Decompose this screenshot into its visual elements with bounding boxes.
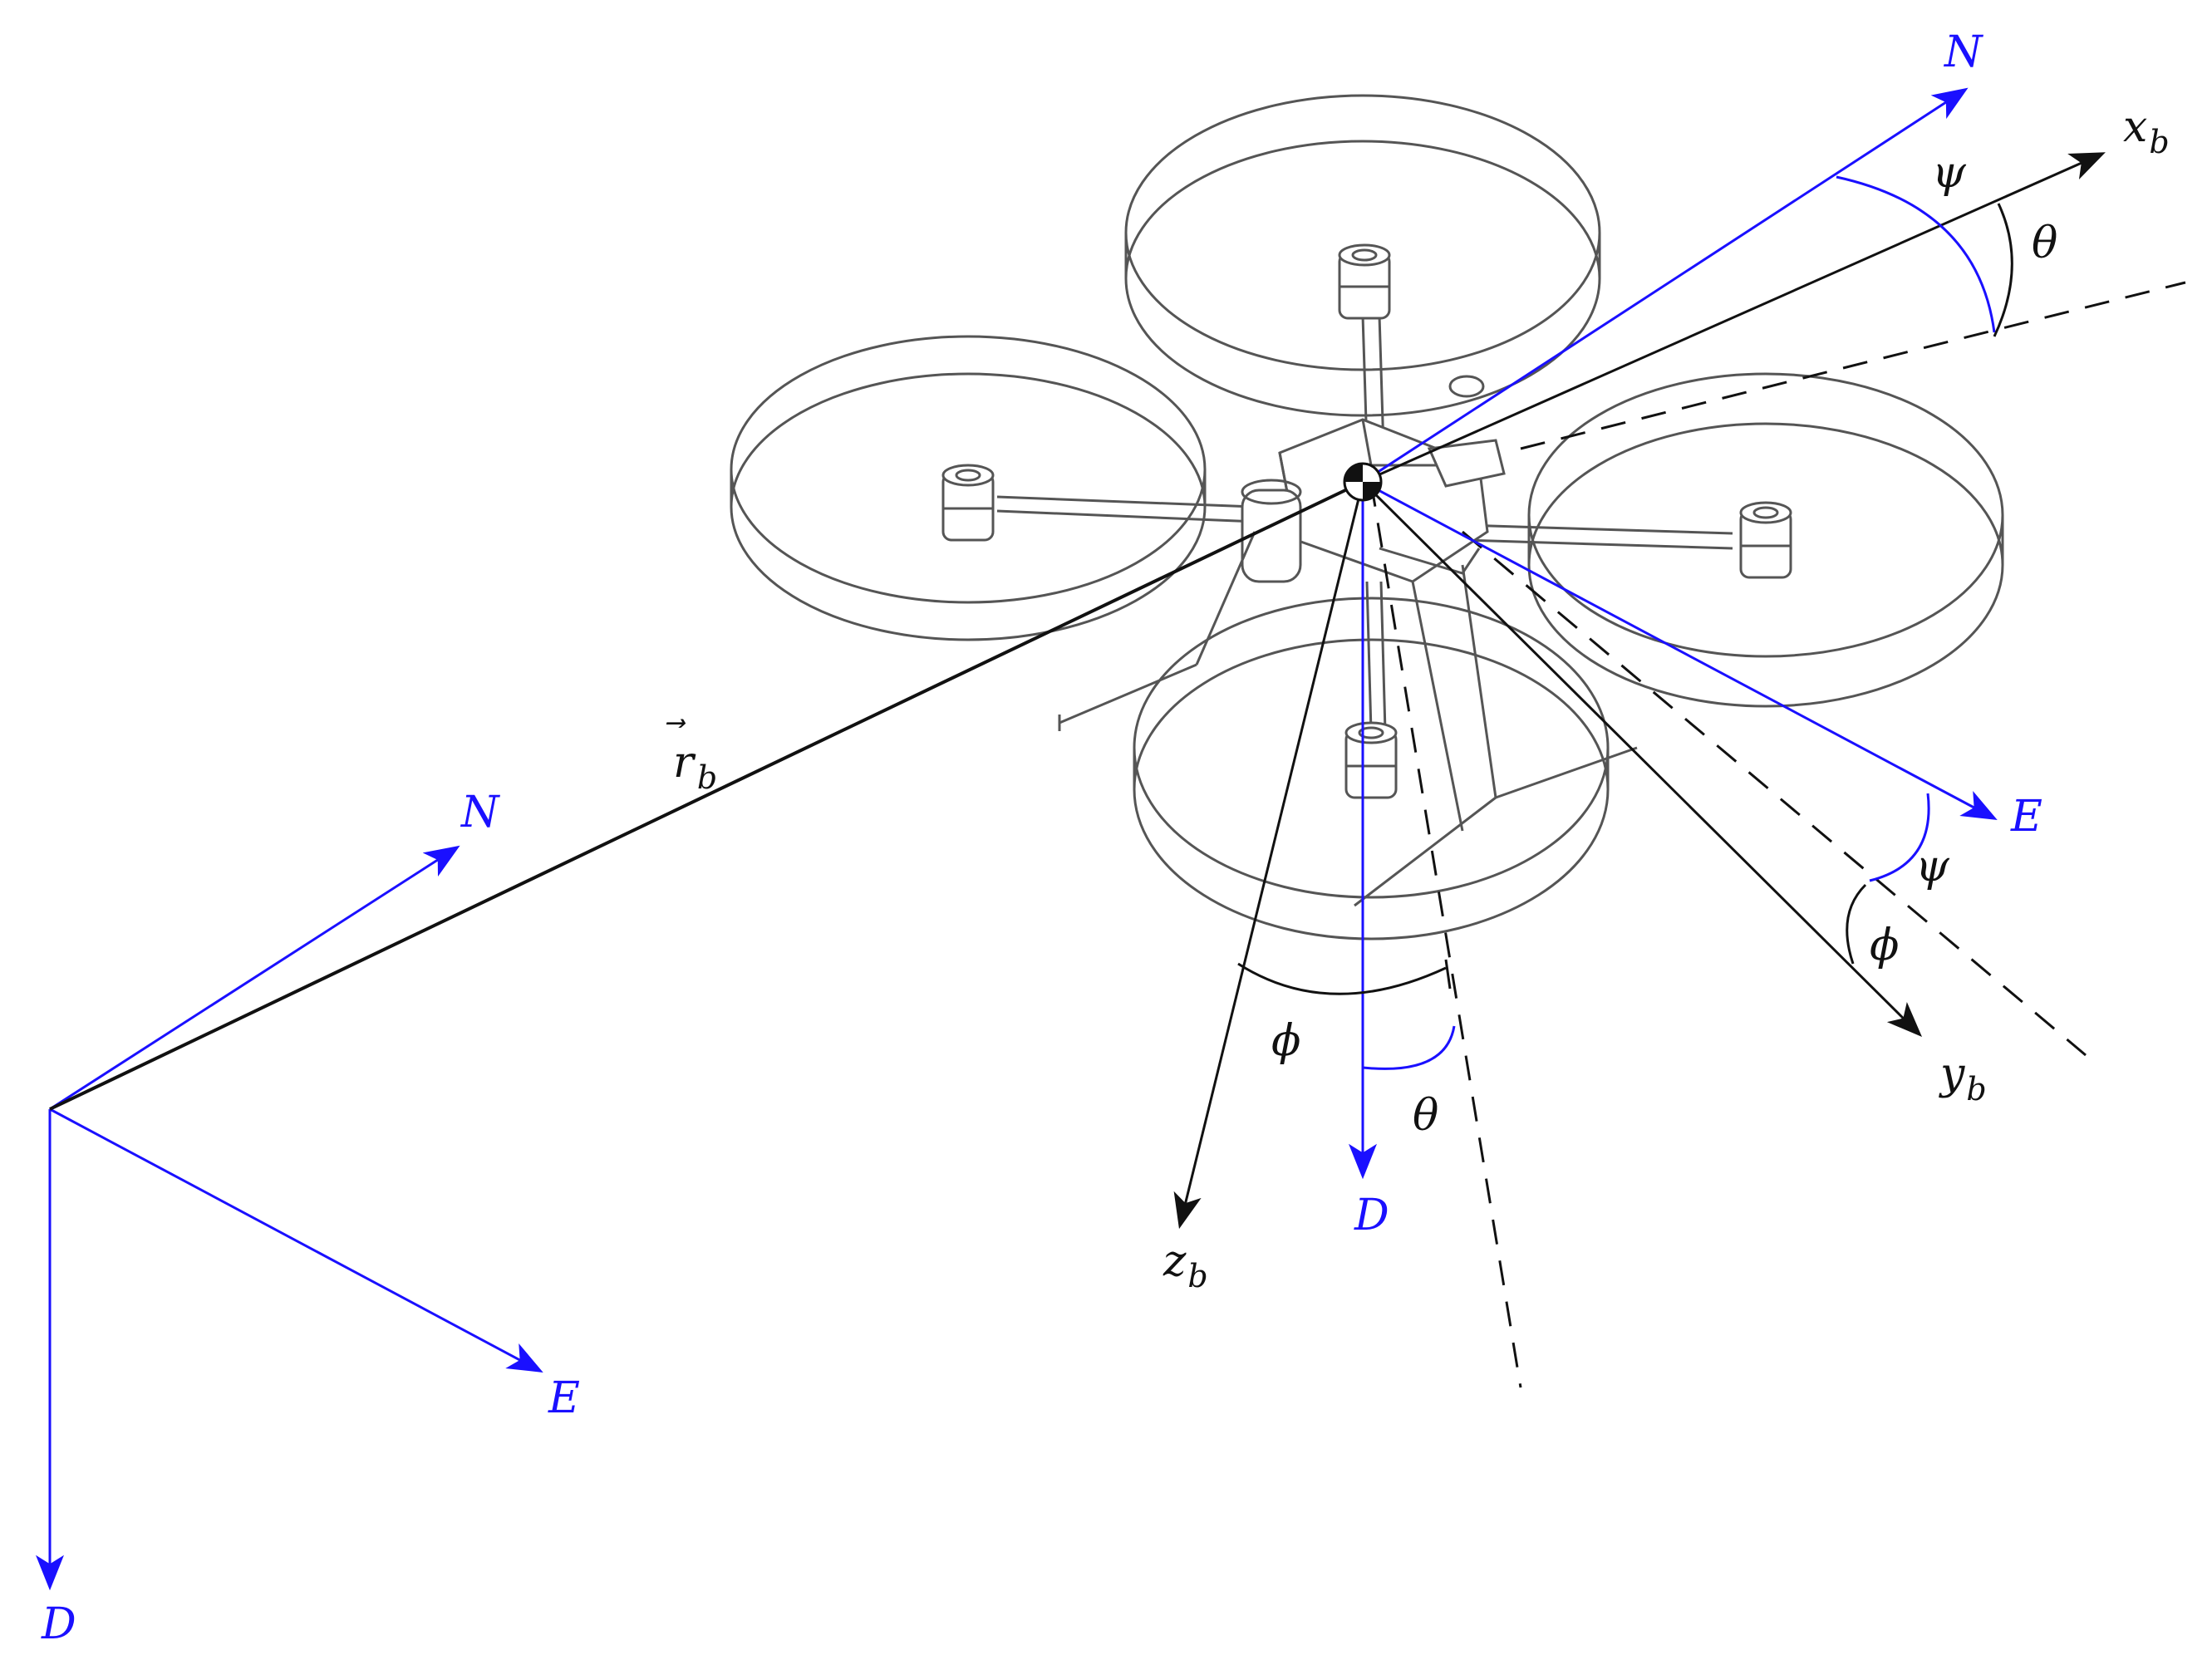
quadrotor-illustration bbox=[730, 94, 2004, 941]
inertial-east-axis bbox=[49, 1107, 543, 1373]
label-roll-right: ϕ bbox=[1870, 921, 1899, 970]
label-inertial-north: N bbox=[460, 788, 500, 837]
rotor-guard-left bbox=[730, 335, 1207, 641]
inertial-ned-frame bbox=[36, 845, 543, 1591]
label-yaw-top: ψ bbox=[1932, 148, 1967, 198]
position-vector-subscript: b bbox=[697, 759, 717, 796]
label-local-north: N bbox=[1943, 27, 1983, 77]
local-east-axis bbox=[1362, 480, 1998, 820]
label-local-down: D bbox=[1354, 1191, 1389, 1240]
body-x-symbol: x bbox=[2123, 102, 2147, 152]
motor-left bbox=[941, 464, 995, 542]
inertial-north-axis bbox=[49, 845, 460, 1111]
label-position-vector: ⃗ rb bbox=[666, 719, 717, 796]
body-y-subscript: b bbox=[1966, 1071, 1986, 1107]
label-pitch-bottom: θ bbox=[1413, 1091, 1438, 1141]
body-y-symbol: y bbox=[1939, 1049, 1965, 1099]
body-x-subscript: b bbox=[2149, 124, 2169, 160]
body-z-axis bbox=[1173, 481, 1364, 1230]
label-pitch-top: θ bbox=[2032, 219, 2057, 268]
label-inertial-east: E bbox=[548, 1373, 580, 1423]
position-vector-arrow: ⃗ bbox=[666, 719, 686, 728]
yaw-arc-right bbox=[1869, 793, 1930, 882]
label-roll-bottom: ϕ bbox=[1271, 1016, 1300, 1066]
body-frame bbox=[1173, 152, 2106, 1230]
reference-dashed-lines bbox=[1369, 281, 2186, 1388]
landing-gear bbox=[1058, 531, 1638, 907]
position-vector-symbol: r bbox=[673, 738, 696, 788]
roll-arc-bottom bbox=[1237, 962, 1447, 995]
motor-right bbox=[1739, 501, 1792, 579]
dashed-roll-projection bbox=[1462, 530, 2087, 1057]
local-ned-frame bbox=[1349, 87, 1998, 1180]
position-vector-line bbox=[49, 480, 1364, 1111]
label-body-z: zb bbox=[1163, 1236, 1208, 1294]
pitch-arc-tick bbox=[1444, 959, 1452, 990]
rotor-guard-right bbox=[1527, 372, 2004, 708]
pitch-arc-bottom bbox=[1362, 1025, 1456, 1070]
body-z-subscript: b bbox=[1187, 1258, 1207, 1294]
motor-bottom bbox=[1344, 721, 1398, 799]
roll-arc-right bbox=[1846, 883, 1867, 965]
rotor-guard-top bbox=[1124, 94, 1601, 417]
label-body-y: yb bbox=[1939, 1049, 1987, 1107]
local-north-axis bbox=[1362, 87, 1969, 484]
body-y-axis bbox=[1361, 480, 1923, 1037]
angle-arcs bbox=[1237, 175, 2013, 1070]
pitch-arc-top bbox=[1993, 203, 2013, 337]
body-x-axis bbox=[1362, 152, 2106, 484]
dashed-pitch-projection bbox=[1369, 481, 1522, 1388]
diagram-labels: N E D ⃗rb N E D xb yb zb ψ θ ψ ϕ ϕ θ bbox=[41, 27, 2170, 1649]
yaw-arc-top bbox=[1836, 175, 1996, 333]
label-local-east: E bbox=[2010, 792, 2042, 842]
rotor-guard-bottom bbox=[1133, 597, 1610, 941]
label-body-x: xb bbox=[2123, 102, 2170, 160]
body-origin-marker bbox=[1343, 462, 1383, 502]
dashed-horizontal-projection bbox=[1520, 281, 2186, 450]
drone-central-body bbox=[1241, 375, 1506, 583]
label-inertial-down: D bbox=[41, 1599, 76, 1649]
label-yaw-right: ψ bbox=[1915, 842, 1950, 891]
body-z-symbol: z bbox=[1163, 1236, 1187, 1286]
motor-top bbox=[1338, 243, 1391, 320]
